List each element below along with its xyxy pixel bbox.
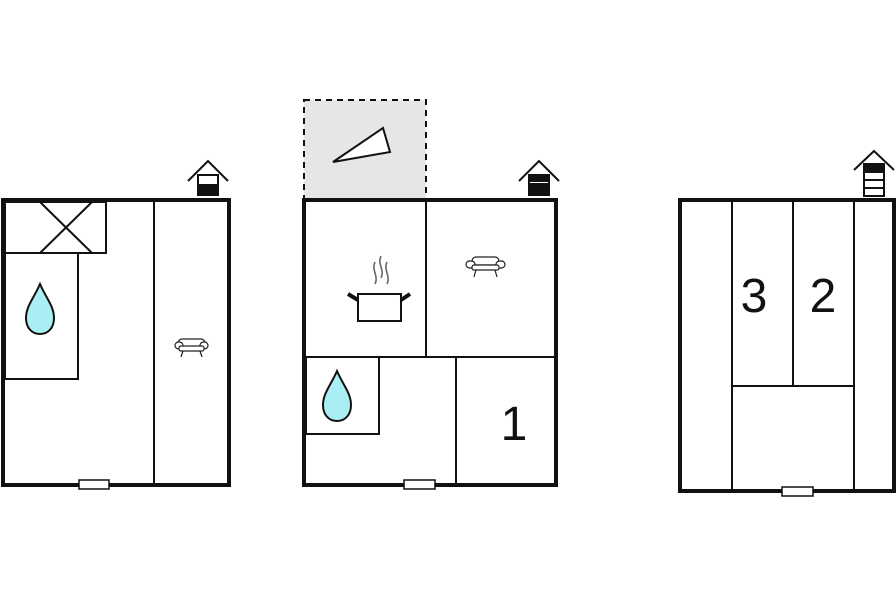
cooking-pot-icon <box>346 255 412 322</box>
floor-plan-3: 3 2 <box>678 149 896 497</box>
floor-2-interior-walls <box>304 200 556 485</box>
house-entrance-icon <box>853 149 895 197</box>
bedroom-number-2: 2 <box>810 270 837 323</box>
floor-2-door <box>403 479 436 490</box>
floor-plan-2: 1 <box>302 99 560 490</box>
floor-1-bathroom <box>4 252 79 380</box>
floor-2-outer-wall <box>302 198 558 487</box>
floor-3-outer-wall <box>678 198 896 493</box>
floor-3-door <box>781 486 814 497</box>
triangle-icon <box>332 126 392 163</box>
bedroom-number-3: 3 <box>741 270 768 323</box>
water-drop-icon <box>24 281 56 336</box>
floor-plan-1 <box>1 159 231 490</box>
sofa-icon <box>465 256 506 278</box>
floor-3-interior-walls <box>731 200 855 491</box>
bedroom-number-1: 1 <box>501 398 528 451</box>
floor-2-balcony <box>303 99 427 200</box>
floor-1-door <box>78 479 110 490</box>
sofa-icon <box>174 338 209 358</box>
house-entrance-icon <box>518 159 560 196</box>
house-entrance-icon <box>187 159 229 196</box>
water-drop-icon <box>321 368 353 423</box>
